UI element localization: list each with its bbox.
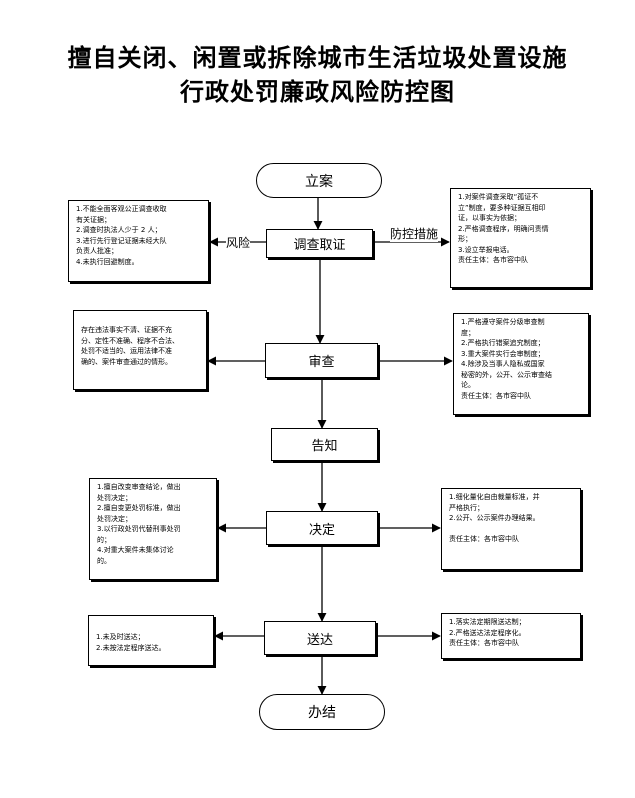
note-line: 1.落实法定期限送达制；	[449, 618, 526, 626]
control-note-review: 1.严格遵守案件分级审查制度； 2.严格执行错案追究制度； 3.重大案件实行会审制度…	[453, 313, 589, 415]
note-line: 立”制度，要多种证据互相印	[458, 203, 546, 212]
step-start: 立案	[256, 163, 382, 198]
note-line: 3.以行政处罚代替刑事处罚	[97, 525, 181, 533]
control-note-deliver: 1.落实法定期限送达制； 2.严格送达法定程序化。责任主体：各市容中队	[441, 613, 581, 659]
note-line: 1.擅自改变审查结论，做出	[97, 483, 181, 491]
note-line: 严格执行；	[449, 503, 484, 512]
control-note-decide: 1.细化量化自由裁量标准，并严格执行； 2.公开、公示案件办理结果。 责任主体：各…	[441, 488, 581, 570]
note-line: 2.调查时执法人少于 2 人；	[76, 226, 162, 234]
note-line: 1.不能全面客观公正调查收取	[76, 205, 167, 213]
note-line	[449, 524, 575, 535]
note-line: 责任主体：各市容中队	[461, 391, 531, 400]
note-line: 责任主体：各市容中队	[449, 535, 519, 543]
note-line: 2.公开、公示案件办理结果。	[449, 514, 540, 522]
note-line: 2.严格送达法定程序化。	[449, 628, 526, 637]
note-line: 处罚决定；	[97, 493, 132, 502]
note-line: 4.未执行回避制度。	[76, 257, 139, 266]
control-note-investigate: 1.对案件调查采取“孤证不立”制度，要多种证据互相印证，以事实为依据； 2.严格调…	[450, 188, 591, 288]
note-line: 1.未及时送达；	[96, 633, 145, 641]
risk-note-decide: 1.擅自改变审查结论，做出处罚决定； 2.擅自变更处罚标准，做出处罚决定； 3.以行…	[89, 478, 217, 580]
step-investigate: 调查取证	[266, 229, 373, 258]
note-line: 责任主体：各市容中队	[449, 639, 519, 647]
note-line: 1.严格遵守案件分级审查制	[461, 318, 545, 326]
diagram-title-line1: 擅自关闭、闲置或拆除城市生活垃圾处置设施	[67, 44, 568, 72]
note-line: 3.进行先行登记证据未经大队	[76, 236, 167, 245]
risk-label: 风险	[226, 234, 251, 251]
diagram-title-line2: 行政处罚廉政风险防控图	[180, 78, 455, 106]
step-deliver: 送达	[264, 621, 376, 655]
note-line: 3.重大案件实行会审制度；	[461, 349, 545, 358]
note-line: 2.严格执行错案追究制度；	[461, 339, 545, 347]
note-line: 度；	[461, 328, 475, 337]
note-line: 1.细化量化自由裁量标准，并	[449, 493, 540, 501]
note-line: 2.未按法定程序送达。	[96, 643, 166, 652]
note-line: 2.严格调查程序，明确问责情	[458, 224, 549, 233]
note-line: 形；	[458, 235, 472, 243]
note-line: 秘密的外，公开、公示审查结	[461, 370, 552, 379]
risk-note-deliver: 1.未及时送达； 2.未按法定程序送达。	[88, 615, 214, 666]
note-line: 处罚不适当的、运用法律不准	[81, 347, 172, 355]
note-line: 有关证据；	[76, 215, 111, 224]
note-line: 确的、案件审查通过的情形。	[81, 357, 172, 366]
note-line: 存在违法事实不清、证据不充	[81, 326, 172, 334]
step-end: 办结	[259, 694, 385, 730]
note-line: 责任主体：各市容中队	[458, 256, 528, 264]
note-line: 证，以事实为依据；	[458, 214, 521, 222]
step-review: 审查	[265, 343, 378, 378]
note-line: 负责人批准；	[76, 247, 118, 255]
note-line: 的；	[97, 535, 111, 544]
note-line: 2.擅自变更处罚标准，做出	[97, 504, 181, 512]
note-line: 论。	[461, 381, 475, 389]
step-decide: 决定	[266, 511, 378, 545]
note-line: 处罚决定；	[97, 514, 132, 523]
note-line: 3.设立举报电话。	[458, 245, 514, 254]
note-line: 4.对重大案件未集体讨论	[97, 546, 174, 554]
note-line: 1.对案件调查采取“孤证不	[458, 193, 539, 201]
note-line: 的。	[97, 556, 111, 565]
risk-note-investigate: 1.不能全面客观公正调查收取有关证据； 2.调查时执法人少于 2 人； 3.进行先行…	[68, 200, 209, 282]
note-line: 分、定性不准确、程序不合法、	[81, 336, 179, 345]
control-label: 防控措施	[390, 225, 439, 242]
note-line: 4.除涉及当事人隐私或国家	[461, 360, 545, 368]
risk-note-review: 存在违法事实不清、证据不充分、定性不准确、程序不合法、处罚不适当的、运用法律不准…	[73, 310, 207, 390]
step-notify: 告知	[271, 428, 378, 461]
